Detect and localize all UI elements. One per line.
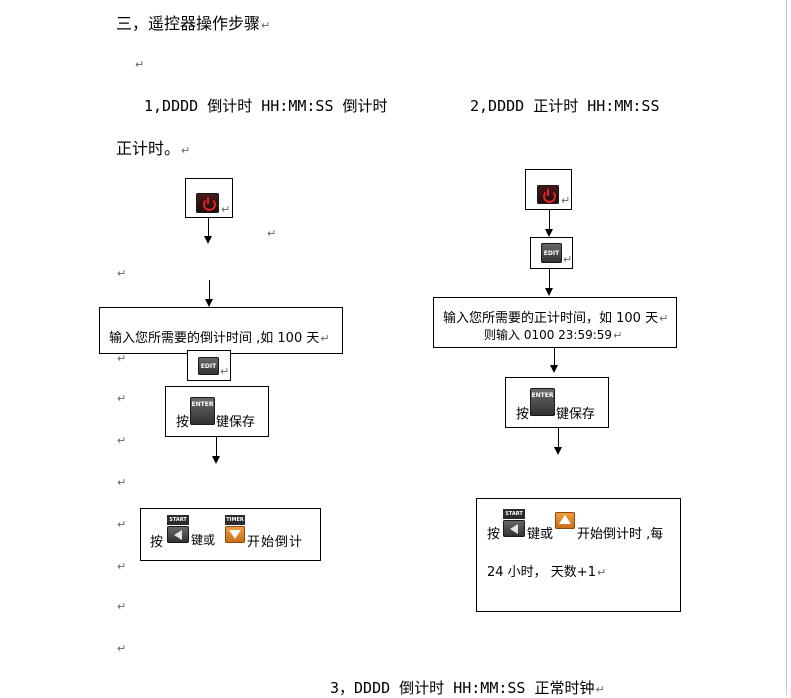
enter-icon[interactable]: ENTER [190, 397, 215, 425]
intro-left-text: 1,DDDD 倒计时 HH:MM:SS 倒计时 [144, 97, 388, 115]
enter-suffix-text: 键保存 [556, 407, 596, 422]
left-start-box: 按 START 键或 TIMER 开始倒计 [140, 508, 321, 561]
flow-arrowhead [545, 229, 553, 237]
footer-text: 3，DDDD 倒计时 HH:MM:SS 正常时钟↵ [330, 679, 605, 697]
enter-suffix-text: 键保存 [216, 415, 256, 430]
flow-arrowhead [554, 447, 562, 455]
timer-down-arrow-icon[interactable]: TIMER [225, 515, 245, 543]
intro-right-text: 2,DDDD 正计时 HH:MM:SS [470, 97, 660, 115]
paragraph-mark-icon: ↵ [117, 518, 127, 531]
left-enter-box: 按 ENTER 键保存 [165, 386, 269, 437]
start-suffix-text: 开始倒计时 ,每 [577, 527, 664, 542]
left-input-box: 输入您所需要的倒计时间 ,如 100 天↵ [99, 307, 343, 354]
start-suffix-text: 开始倒计 [247, 535, 304, 550]
flow-arrowhead [204, 236, 212, 244]
timer-up-arrow-icon[interactable] [555, 512, 575, 529]
power-icon[interactable] [537, 185, 559, 204]
paragraph-mark-icon: ↵ [117, 352, 127, 365]
intro-continuation: 正计时。↵ [116, 139, 191, 158]
paragraph-mark-icon: ↵ [181, 144, 191, 157]
enter-prefix-text: 按 [516, 407, 530, 422]
paragraph-mark-icon: ↵ [221, 203, 231, 216]
paragraph-mark-icon: ↵ [117, 476, 127, 489]
section-heading: 三，遥控器操作步骤↵ [116, 14, 271, 33]
left-input-text: 输入您所需要的倒计时间 ,如 100 天↵ [109, 331, 330, 346]
enter-prefix-text: 按 [176, 415, 190, 430]
right-start-box: 按 START 键或 开始倒计时 ,每 24 小时， 天数+1↵ [476, 498, 681, 612]
start-left-arrow-icon[interactable]: START [503, 509, 525, 537]
enter-icon[interactable]: ENTER [530, 388, 555, 416]
start-mid-text: 键或 [191, 533, 216, 547]
paragraph-mark-icon: ↵ [613, 329, 623, 342]
paragraph-mark-icon: ↵ [117, 392, 127, 405]
paragraph-mark-icon: ↵ [563, 253, 573, 266]
start-prefix-text: 按 [150, 535, 164, 550]
flow-arrowhead [212, 456, 220, 464]
flow-arrow [208, 218, 209, 236]
paragraph-mark-icon: ↵ [117, 560, 127, 573]
left-power-box: ↵ [185, 178, 233, 218]
right-input-line1: 输入您所需要的正计时间，如 100 天↵ [443, 311, 669, 326]
paragraph-mark-icon: ↵ [117, 642, 127, 655]
paragraph-mark-icon: ↵ [117, 434, 127, 447]
flow-arrow [549, 269, 550, 289]
power-icon[interactable] [196, 193, 219, 213]
right-input-line2: 则输入 0100 23:59:59↵ [484, 328, 623, 342]
paragraph-mark-icon: ↵ [117, 600, 127, 613]
paragraph-mark-icon: ↵ [267, 227, 277, 240]
start-left-arrow-icon[interactable]: START [167, 515, 189, 543]
paragraph-mark-icon: ↵ [659, 312, 669, 325]
right-power-box: ↵ [525, 169, 572, 210]
right-start-line2: 24 小时， 天数+1↵ [487, 565, 607, 580]
flow-arrow [558, 428, 559, 448]
flow-arrow [554, 348, 555, 366]
right-enter-box: 按 ENTER 键保存 [505, 377, 609, 428]
flow-arrowhead [550, 365, 558, 373]
page-margin-line [786, 0, 787, 695]
right-input-box: 输入您所需要的正计时间，如 100 天↵ 则输入 0100 23:59:59↵ [433, 297, 677, 348]
paragraph-mark-icon: ↵ [561, 194, 571, 207]
edit-icon[interactable]: EDIT [541, 243, 562, 263]
flow-arrow [549, 210, 550, 230]
start-mid-text: 键或 [527, 527, 554, 542]
paragraph-mark-icon: ↵ [320, 332, 330, 345]
paragraph-mark-icon: ↵ [117, 267, 127, 280]
flow-arrow [216, 437, 217, 457]
paragraph-mark-icon: ↵ [595, 683, 605, 696]
flow-arrow [209, 280, 210, 300]
paragraph-mark-icon: ↵ [596, 566, 607, 579]
flow-arrowhead [545, 288, 553, 296]
paragraph-mark-icon: ↵ [261, 19, 271, 32]
start-prefix-text: 按 [487, 527, 501, 542]
left-edit-box: EDIT ↵ [187, 350, 231, 381]
paragraph-mark-icon: ↵ [135, 58, 145, 71]
right-edit-box: EDIT ↵ [530, 237, 573, 269]
paragraph-mark-icon: ↵ [220, 365, 230, 378]
flow-arrowhead [205, 299, 213, 307]
edit-icon[interactable]: EDIT [198, 357, 219, 375]
